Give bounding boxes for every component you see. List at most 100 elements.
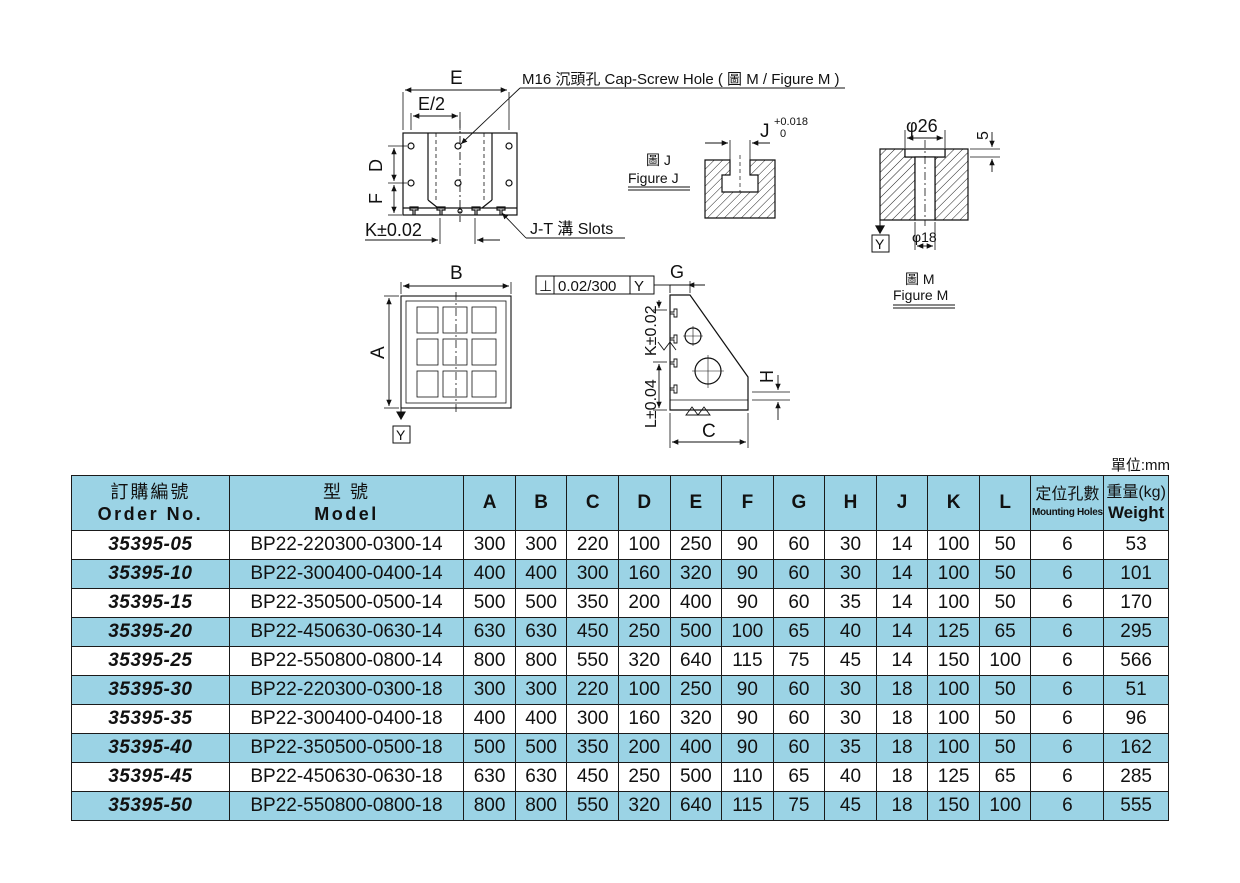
cell-f: 90 [721, 704, 774, 734]
cell-f: 110 [721, 762, 774, 792]
cell-k: 100 [927, 733, 980, 763]
header-e: E [669, 475, 723, 531]
cell-j: 14 [875, 617, 929, 647]
cell-g: 60 [772, 675, 826, 705]
cell-j: 18 [875, 733, 929, 763]
cell-h: 30 [824, 704, 877, 734]
cell-h: 35 [824, 588, 877, 618]
perp-value: 0.02/300 [558, 278, 616, 295]
cell-k: 100 [927, 704, 980, 734]
cell-a: 800 [463, 791, 516, 821]
cell-j: 18 [875, 704, 929, 734]
header-model-zh: 型 號 [322, 481, 370, 502]
header-order-zh: 訂購編號 [110, 481, 191, 502]
label-h: H [757, 370, 777, 383]
cell-h: 45 [824, 646, 877, 676]
cell-e: 640 [669, 791, 723, 821]
figure-m-zh: 圖 M [905, 271, 935, 287]
label-phi18: φ18 [912, 229, 937, 245]
header-j: J [875, 475, 929, 531]
cell-l: 50 [978, 733, 1032, 763]
cell-model: BP22-450630-0630-14 [228, 617, 465, 647]
cell-k: 100 [927, 530, 980, 560]
cell-f: 90 [721, 733, 774, 763]
cell-g: 75 [772, 791, 826, 821]
cell-h: 35 [824, 733, 877, 763]
cell-k: 150 [927, 646, 980, 676]
label-k-tol-vertical: K±0.02 [643, 305, 660, 356]
cell-d: 100 [617, 530, 671, 560]
label-e: E [450, 68, 463, 89]
header-weight-en: Weight [1107, 503, 1165, 522]
figure-j-en: Figure J [628, 170, 679, 186]
cell-holes: 6 [1030, 791, 1105, 821]
label-y-plan: Y [396, 427, 406, 443]
cell-c: 450 [566, 762, 619, 792]
cell-d: 320 [617, 646, 671, 676]
cell-weight: 162 [1103, 733, 1169, 763]
cell-d: 200 [617, 588, 671, 618]
cell-e: 250 [669, 530, 723, 560]
cell-c: 550 [566, 791, 619, 821]
cell-weight: 96 [1103, 704, 1169, 734]
cell-order: 35395-35 [71, 704, 230, 734]
cell-model: BP22-220300-0300-14 [228, 530, 465, 560]
cell-e: 400 [669, 733, 723, 763]
cell-e: 400 [669, 588, 723, 618]
cell-a: 500 [463, 588, 516, 618]
figure-m-en: Figure M [893, 287, 948, 303]
cell-g: 75 [772, 646, 826, 676]
figure-j-zh: 圖 J [646, 152, 671, 168]
label-j: J [760, 121, 770, 142]
cell-h: 30 [824, 530, 877, 560]
cell-a: 300 [463, 675, 516, 705]
cell-c: 450 [566, 617, 619, 647]
cell-weight: 295 [1103, 617, 1169, 647]
cell-weight: 53 [1103, 530, 1169, 560]
cell-holes: 6 [1030, 559, 1105, 589]
cell-l: 50 [978, 675, 1032, 705]
label-a: A [368, 346, 389, 359]
cell-b: 400 [514, 704, 568, 734]
cell-j: 14 [875, 530, 929, 560]
cell-e: 640 [669, 646, 723, 676]
label-g: G [670, 262, 684, 282]
cell-g: 60 [772, 733, 826, 763]
cell-e: 320 [669, 704, 723, 734]
cell-weight: 285 [1103, 762, 1169, 792]
cell-l: 65 [978, 762, 1032, 792]
j-tol-lower: 0 [780, 128, 786, 140]
cell-order: 35395-45 [71, 762, 230, 792]
header-k: K [927, 475, 980, 531]
cell-holes: 6 [1030, 588, 1105, 618]
plan-view [384, 282, 512, 444]
cell-model: BP22-220300-0300-18 [228, 675, 465, 705]
cell-k: 100 [927, 588, 980, 618]
header-holes-en: Mounting Holes [1031, 507, 1103, 518]
cell-l: 50 [978, 704, 1032, 734]
cell-d: 160 [617, 559, 671, 589]
cell-j: 14 [875, 588, 929, 618]
label-e-half: E/2 [418, 94, 445, 114]
cell-j: 18 [875, 675, 929, 705]
cell-a: 400 [463, 559, 516, 589]
cell-holes: 6 [1030, 704, 1105, 734]
cell-weight: 101 [1103, 559, 1169, 589]
side-view [535, 275, 790, 448]
cell-f: 90 [721, 530, 774, 560]
slot-callout: J-T 溝 Slots [530, 220, 613, 238]
cell-e: 500 [669, 617, 723, 647]
cell-f: 90 [721, 675, 774, 705]
cell-order: 35395-40 [71, 733, 230, 763]
cell-l: 50 [978, 588, 1032, 618]
technical-drawing: E E/2 D F K±0.02 M16 沉頭孔 Cap-Screw Hole … [365, 68, 1000, 448]
label-5: 5 [975, 131, 992, 140]
